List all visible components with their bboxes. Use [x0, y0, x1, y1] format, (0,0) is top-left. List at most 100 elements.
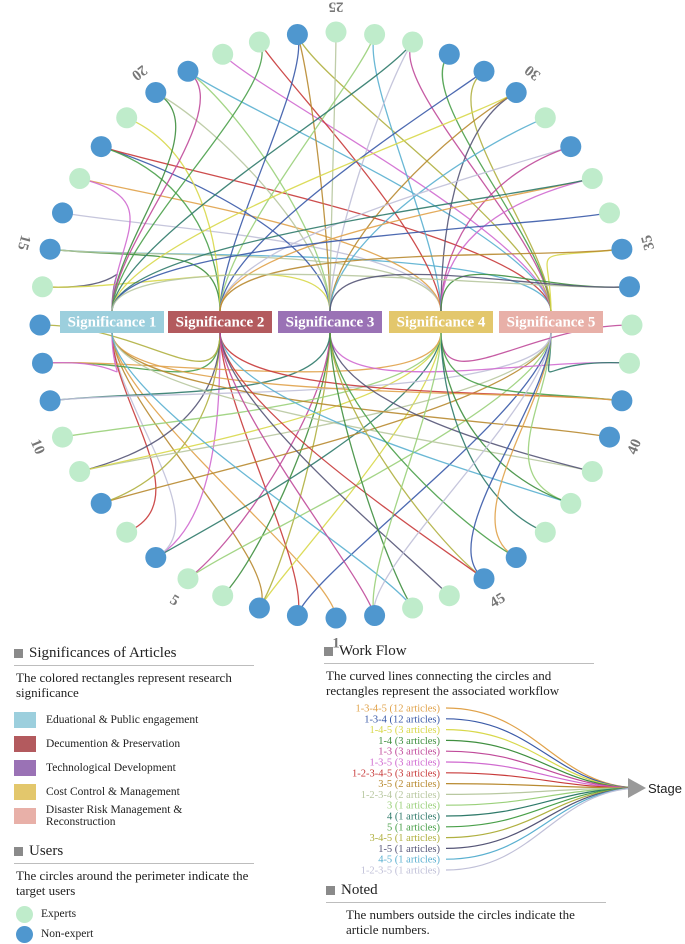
stage-arrow-icon: [628, 778, 646, 798]
workflow-link: [79, 331, 221, 473]
workflow-link: [155, 331, 221, 559]
divider: [14, 863, 254, 864]
expert-node: [534, 107, 556, 129]
non-expert-node: [619, 276, 640, 298]
workflow-link: [219, 331, 622, 402]
workflow-link: [126, 117, 221, 313]
significance-legend-label: Disaster Risk Management & Reconstructio…: [45, 804, 183, 828]
workflow-link: [222, 331, 331, 597]
expert-node: [69, 168, 91, 189]
users-legend: Users The circles around the perimeter i…: [14, 843, 254, 944]
workflow-link: [258, 41, 442, 313]
bullet-square-icon: [324, 647, 333, 656]
workflow-link: [219, 331, 572, 505]
workflow-legend-header: Work Flow: [324, 643, 594, 660]
workflow-link: [42, 331, 118, 373]
workflow-legend-label: 5 (1 articles): [387, 822, 441, 833]
workflow-link: [101, 145, 552, 313]
expert-node: [402, 597, 424, 619]
workflow-links: [39, 31, 633, 619]
article-number-label: 10: [27, 437, 48, 457]
workflow-link: [42, 331, 442, 373]
article-number-label: 40: [625, 437, 646, 457]
non-expert-node: [39, 238, 61, 260]
workflow-link: [111, 331, 622, 402]
workflow-legend-label: 3 (1 articles): [387, 801, 441, 812]
workflow-legend: Work Flow The curved lines connecting th…: [324, 643, 594, 698]
workflow-link: [50, 248, 442, 313]
workflow-link: [219, 331, 450, 597]
expert-node: [116, 521, 138, 543]
expert-node: [69, 461, 91, 482]
significance-legend-header: Significances of Articles: [14, 645, 254, 662]
workflow-link: [547, 331, 630, 373]
workflow-link: [219, 331, 485, 580]
workflow-link: [296, 34, 331, 313]
significance-box: [278, 311, 382, 333]
workflow-link: [100, 331, 552, 505]
workflow-link: [296, 34, 552, 313]
workflow-link: [111, 331, 593, 473]
non-expert-node: [248, 597, 270, 619]
users-legend-item: Non-expert: [16, 924, 254, 944]
workflow-legend-description: The curved lines connecting the circles …: [326, 668, 560, 698]
significance-label: Significance 2: [176, 314, 265, 330]
workflow-legend-label: 1-3-5 (3 articles): [369, 758, 440, 769]
expert-node: [212, 585, 234, 607]
expert-node: [177, 568, 199, 590]
workflow-link: [42, 331, 221, 373]
workflow-link: [372, 34, 442, 313]
workflow-link: [546, 248, 622, 313]
significance-box: [168, 311, 272, 333]
stage-label: Stage: [648, 781, 682, 796]
workflow-link: [440, 177, 593, 313]
workflow-link: [79, 177, 442, 313]
article-number-label: 45: [487, 590, 508, 611]
non-expert-node: [473, 60, 495, 82]
workflow-link: [258, 331, 442, 609]
article-number-label: 20: [128, 61, 150, 83]
expert-node: [619, 352, 640, 374]
workflow-link: [440, 331, 622, 402]
user-dot-icon: [16, 925, 33, 943]
workflow-link: [62, 331, 442, 438]
workflow-link: [440, 273, 630, 313]
significance-legend-title: Significances of Articles: [29, 645, 177, 661]
expert-node: [621, 314, 643, 336]
expert-node: [560, 492, 582, 514]
non-expert-node: [364, 605, 386, 626]
significance-legend-item: Decumention & Preservation: [14, 732, 254, 756]
significance-legend-label: Cost Control & Management: [46, 786, 180, 798]
significance-label: Significance 4: [397, 314, 486, 330]
bullet-square-icon: [14, 649, 23, 658]
significance-label: Significance 1: [68, 314, 157, 330]
workflow-link: [111, 212, 610, 313]
workflow-link: [219, 331, 376, 616]
non-expert-node: [90, 492, 112, 514]
non-expert-node: [286, 24, 308, 45]
expert-node: [52, 426, 73, 448]
user-dot-icon: [16, 905, 33, 923]
workflow-legend-label: 3-4-5 (1 articles): [369, 833, 440, 844]
non-expert-node: [29, 314, 51, 336]
color-swatch: [14, 784, 36, 800]
color-swatch: [14, 760, 36, 776]
workflow-link: [329, 331, 517, 559]
workflow-link: [219, 70, 485, 313]
workflow-link: [219, 34, 376, 313]
users-legend-title: Users: [29, 843, 64, 859]
workflow-legend-label: 1-3-4-5 (12 articles): [355, 704, 440, 715]
significance-legend-item: Eduational & Public engagement: [14, 708, 254, 732]
workflow-legend-line: [445, 718, 642, 789]
workflow-link: [42, 273, 331, 313]
noted-legend-title: Noted: [341, 882, 378, 898]
article-number-label: 5: [167, 592, 181, 610]
non-expert-node: [325, 607, 347, 629]
divider: [326, 902, 606, 903]
workflow-legend-label: 1-3 (3 articles): [378, 747, 440, 758]
non-expert-node: [145, 82, 167, 103]
noted-legend: Noted The numbers outside the circles in…: [326, 882, 606, 937]
expert-node: [212, 43, 234, 65]
